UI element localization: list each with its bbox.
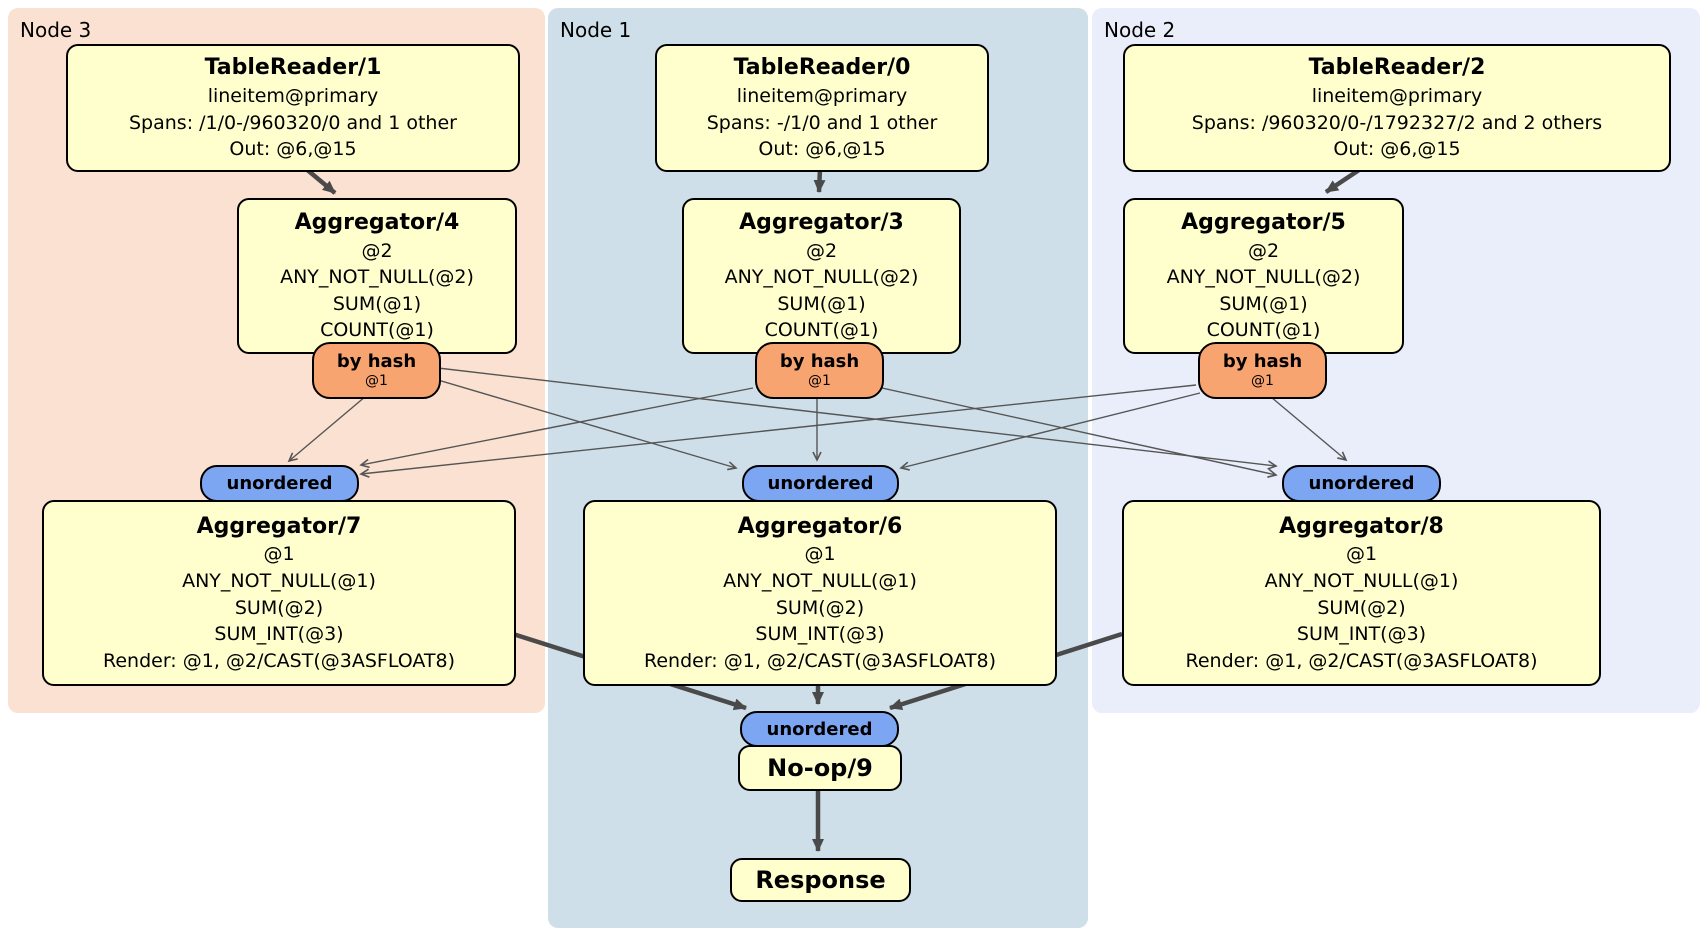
response-box: Response	[730, 858, 911, 902]
region-label-node-1: Node 1	[560, 18, 632, 42]
aggregator-5-title: Aggregator/5	[1181, 209, 1346, 235]
aggregator-5-box: Aggregator/5 @2 ANY_NOT_NULL(@2) SUM(@1)…	[1123, 198, 1404, 354]
aggregator-3-box: Aggregator/3 @2 ANY_NOT_NULL(@2) SUM(@1)…	[682, 198, 961, 354]
region-label-node-3: Node 3	[20, 18, 92, 42]
aggregator-8-box: Aggregator/8 @1 ANY_NOT_NULL(@1) SUM(@2)…	[1122, 500, 1601, 686]
aggregator-4-box: Aggregator/4 @2 ANY_NOT_NULL(@2) SUM(@1)…	[237, 198, 517, 354]
aggregator-6-title: Aggregator/6	[737, 513, 903, 539]
tablereader-2-box: TableReader/2 lineitem@primary Spans: /9…	[1123, 44, 1671, 172]
noop-9-title: No-op/9	[767, 753, 873, 782]
tablereader-1-title: TableReader/1	[204, 55, 382, 81]
aggregator-7-title: Aggregator/7	[196, 513, 362, 539]
aggregator-3-title: Aggregator/3	[739, 209, 904, 235]
hash-router-4: by hash @1	[312, 342, 441, 399]
unordered-sync-7: unordered	[200, 465, 359, 502]
unordered-sync-6: unordered	[742, 465, 899, 502]
unordered-sync-8: unordered	[1282, 465, 1441, 502]
unordered-sync-final: unordered	[740, 711, 899, 747]
tablereader-1-box: TableReader/1 lineitem@primary Spans: /1…	[66, 44, 520, 172]
aggregator-8-title: Aggregator/8	[1279, 513, 1444, 539]
aggregator-7-box: Aggregator/7 @1 ANY_NOT_NULL(@1) SUM(@2)…	[42, 500, 516, 686]
tablereader-0-title: TableReader/0	[733, 55, 911, 81]
aggregator-4-title: Aggregator/4	[294, 209, 460, 235]
tablereader-2-title: TableReader/2	[1308, 55, 1486, 81]
hash-router-3: by hash @1	[755, 342, 884, 399]
tablereader-0-box: TableReader/0 lineitem@primary Spans: -/…	[655, 44, 989, 172]
noop-9-box: No-op/9	[738, 745, 902, 791]
hash-router-5: by hash @1	[1198, 342, 1327, 399]
response-title: Response	[755, 865, 886, 894]
aggregator-6-box: Aggregator/6 @1 ANY_NOT_NULL(@1) SUM(@2)…	[583, 500, 1057, 686]
region-label-node-2: Node 2	[1104, 18, 1176, 42]
